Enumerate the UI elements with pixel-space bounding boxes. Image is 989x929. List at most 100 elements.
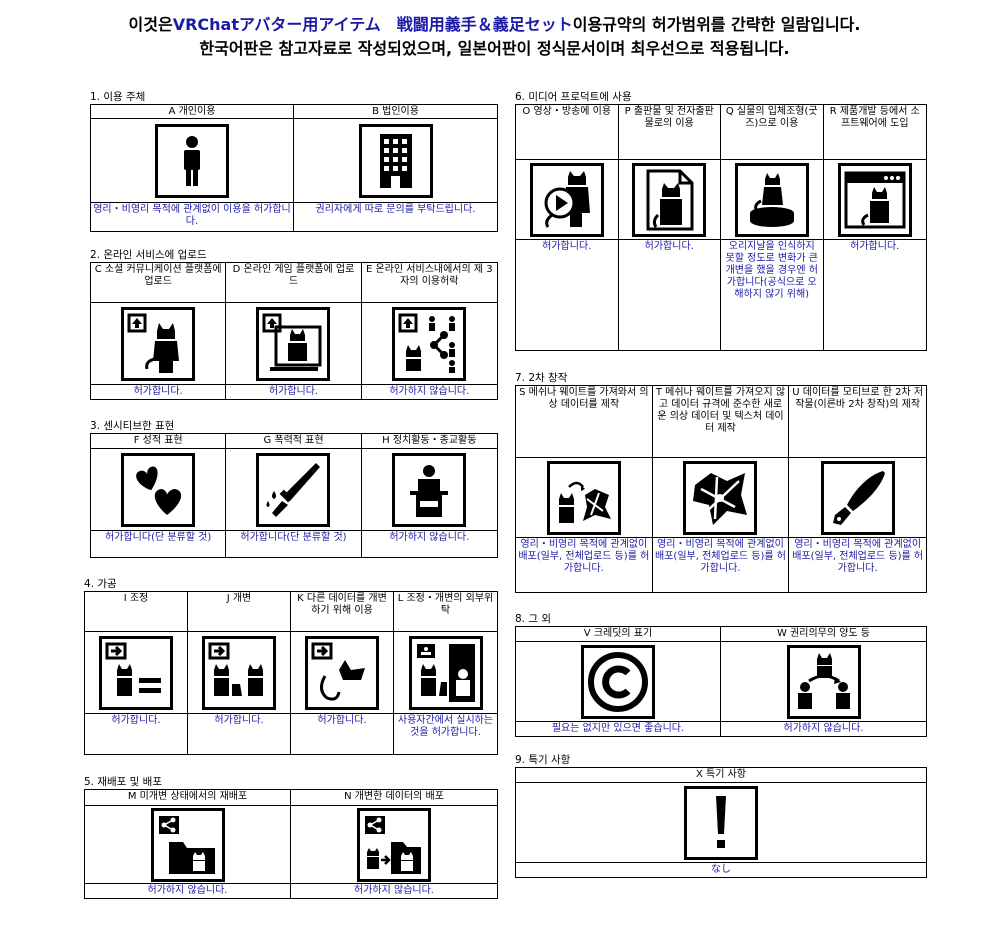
redistribute-icon	[150, 807, 225, 882]
term-status: 허가하지 않습니다.	[783, 723, 864, 734]
term-status: 허가합니다(단 분류할 것)	[105, 532, 212, 543]
section-redistribution: 5. 재배포 및 배포 M 미개변 상태에서의 재배포 허가하지 않습니다. N…	[84, 775, 498, 899]
term-status: 오리지날을 인식하지 못할 정도로 변화가 큰 개변을 했을 경우엔 허가합니다…	[725, 241, 818, 300]
term-header: N 개변한 데이터의 배포	[291, 790, 497, 806]
term-header: S 메쉬나 웨이트를 가져와서 의상 데이터를 제작	[516, 386, 652, 458]
icon-slot	[721, 160, 823, 240]
term-header: X 특기 사항	[516, 768, 926, 783]
icon-slot	[652, 458, 789, 538]
term-status: 허가합니다.	[133, 386, 183, 397]
icon-slot	[91, 119, 293, 203]
section-label: 1. 이용 주체	[90, 91, 146, 103]
term-cell-i: I 조정 허가합니다.	[85, 592, 188, 754]
icon-slot	[361, 449, 497, 531]
term-status: 영리・비영리 목적에 관계없이 배포(일부, 전체업로드 등)를 허가합니다.	[792, 539, 924, 574]
section-label: 5. 재배포 및 배포	[84, 776, 162, 788]
term-cell-f: F 성적 표현 허가합니다(단 분류할 것)	[91, 434, 227, 557]
term-status: 허가합니다.	[111, 715, 161, 726]
term-header: W 권리의무의 양도 등	[721, 627, 926, 642]
term-header: V 크레딧의 표기	[516, 627, 720, 642]
icon-slot	[291, 632, 393, 714]
upload-avatar-icon	[121, 306, 196, 381]
term-cell-t: T 메쉬나 웨이트를 가져오지 않고 데이터 규격에 준수한 새로운 의상 데이…	[652, 386, 790, 592]
term-header: A 개인이용	[91, 105, 293, 119]
terms-table: F 성적 표현 허가합니다(단 분류할 것) G 폭력적 표현 허가합니다(단 …	[90, 433, 498, 558]
term-status: 허가합니다.	[214, 715, 264, 726]
icon-slot	[226, 303, 361, 385]
term-status: 사용자간에서 실시하는 것을 허가합니다.	[397, 715, 494, 738]
term-cell-b: B 법인이용 권리자에게 따로 문의를 부탁드립니다.	[294, 105, 497, 231]
icon-slot	[91, 303, 226, 385]
term-header: H 정치활동・종교활동	[361, 434, 497, 449]
term-status: 허가합니다.	[542, 241, 592, 252]
section-label: 9. 특기 사항	[515, 754, 571, 766]
term-header: M 미개변 상태에서의 재배포	[85, 790, 290, 806]
copyright-icon	[581, 644, 655, 719]
adjust-icon	[99, 635, 173, 710]
building-icon	[358, 123, 433, 198]
term-status: 허가합니다.	[317, 715, 367, 726]
term-status: 허가합니다.	[268, 386, 319, 397]
section-other: 8. 그 외 V 크레딧의 표기 필요는 없지만 있으면 좋습니다. W 권리의…	[515, 612, 927, 737]
term-header: L 조정・개변의 외부위탁	[394, 592, 497, 632]
icon-slot	[291, 806, 497, 884]
software-icon	[837, 162, 912, 237]
term-status: 허가하지 않습니다.	[147, 885, 228, 896]
term-cell-a: A 개인이용 영리・비영리 목적에 관계없이 이용을 허가합니다.	[91, 105, 294, 231]
term-cell-n: N 개변한 데이터의 배포 허가하지 않습니다.	[291, 790, 497, 898]
term-header: E 온라인 서비스내에서의 제 3자의 이용허락	[361, 263, 497, 303]
term-header: P 출판물 및 전자출판물로의 이용	[618, 105, 720, 160]
icon-slot	[516, 642, 720, 722]
section-usage-subject: 1. 이용 주체 A 개인이용 영리・비영리 목적에 관계없이 이용을 허가합니…	[90, 90, 498, 232]
terms-table: A 개인이용 영리・비영리 목적에 관계없이 이용을 허가합니다. B 법인이용…	[90, 104, 498, 232]
mesh-clothing-icon	[546, 460, 621, 535]
term-cell-m: M 미개변 상태에서의 재배포 허가하지 않습니다.	[85, 790, 291, 898]
term-header: Q 실물의 입체조형(굿즈)으로 이용	[721, 105, 823, 160]
pen-icon	[820, 460, 895, 535]
term-status: 허가하지 않습니다.	[354, 885, 434, 896]
term-header: K 다른 데이터를 개변하기 위해 이용	[291, 592, 393, 632]
section-processing: 4. 가공 I 조정 허가합니다. J 개변 허가합니다. K 다른 데이터를 …	[84, 577, 498, 755]
icon-slot	[516, 160, 618, 240]
exclamation-icon	[684, 785, 758, 860]
term-status: 권리자에게 따로 문의를 부탁드립니다.	[315, 204, 476, 215]
publication-icon	[632, 162, 707, 237]
section-derivative-works: 7. 2차 창작 S 메쉬나 웨이트를 가져와서 의상 데이터를 제작 영리・비…	[515, 371, 927, 593]
modify-icon	[202, 635, 276, 710]
section-online-upload: 2. 온라인 서비스에 업로드 C 소셜 커뮤니케이션 플랫폼에 업로드 허가합…	[90, 248, 498, 400]
page-title: 이것은VRChatアバター用アイテム 戦闘用義手＆義足セット이용규약의 허가범위…	[0, 14, 989, 36]
term-status: 허가합니다.	[644, 241, 694, 252]
video-icon	[529, 162, 604, 237]
section-sensitive-expression: 3. 센시티브한 표현 F 성적 표현 허가합니다(단 분류할 것) G 폭력적…	[90, 419, 498, 558]
icon-slot	[618, 160, 720, 240]
term-header: D 온라인 게임 플랫폼에 업로드	[226, 263, 361, 303]
section-label: 7. 2차 창작	[515, 372, 568, 384]
distribute-modified-icon	[357, 807, 431, 882]
icon-slot	[823, 160, 926, 240]
icon-slot	[516, 458, 652, 538]
section-label: 6. 미디어 프로덕트에 사용	[515, 91, 632, 103]
terms-table: C 소셜 커뮤니케이션 플랫폼에 업로드 허가합니다. D 온라인 게임 플랫폼…	[90, 262, 498, 400]
section-special-notes: 9. 특기 사항 X 특기 사항 なし	[515, 753, 927, 878]
section-label: 4. 가공	[84, 578, 117, 590]
term-cell-r: R 제품개발 등에서 소프트웨어에 도입 허가합니다.	[823, 105, 926, 350]
section-label: 2. 온라인 서비스에 업로드	[90, 249, 207, 261]
icon-slot	[294, 119, 497, 203]
icon-slot	[789, 458, 926, 538]
term-header: I 조정	[85, 592, 187, 632]
icon-slot	[721, 642, 926, 722]
term-status: なし	[711, 864, 731, 875]
icon-slot	[85, 806, 290, 884]
terms-table: O 영상・방송에 이용 허가합니다. P 출판물 및 전자출판물로의 이용 허가…	[515, 104, 927, 351]
reuse-data-icon	[305, 635, 379, 710]
terms-table: M 미개변 상태에서의 재배포 허가하지 않습니다. N 개변한 데이터의 배포…	[84, 789, 498, 899]
term-status: 허가합니다.	[850, 241, 900, 252]
terms-table: S 메쉬나 웨이트를 가져와서 의상 데이터를 제작 영리・비영리 목적에 관계…	[515, 385, 927, 593]
term-header: J 개변	[188, 592, 290, 632]
knife-icon	[256, 452, 331, 527]
term-header: G 폭력적 표현	[226, 434, 361, 449]
term-status: 허가하지 않습니다.	[389, 532, 470, 543]
icon-slot	[85, 632, 187, 714]
term-cell-d: D 온라인 게임 플랫폼에 업로드 허가합니다.	[226, 263, 362, 399]
term-cell-u: U 데이터를 모티브로 한 2차 저작물(이른바 2차 창작)의 제작 영리・비…	[789, 386, 926, 592]
